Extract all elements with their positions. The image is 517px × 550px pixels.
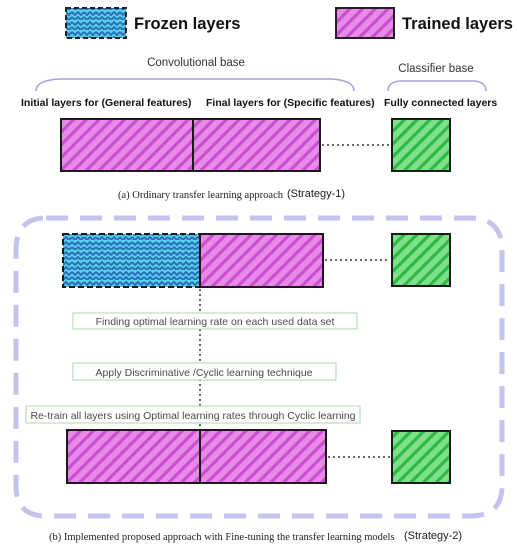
classifier-base-label: Classifier base — [398, 63, 473, 75]
initial-layers-label: Initial layers for (General features) — [21, 97, 191, 109]
step-1-box — [72, 312, 358, 330]
step-2-box — [72, 362, 337, 381]
step-3-box — [25, 405, 361, 424]
s1-final-layers-block — [192, 118, 321, 172]
legend: Frozen layers Trained layers — [65, 7, 513, 39]
conv-base-brace — [35, 78, 355, 92]
s2-fc-block-bottom — [391, 430, 451, 484]
frozen-legend-label: Frozen layers — [134, 15, 240, 33]
final-layers-label: Final layers for (Specific features) — [206, 97, 375, 109]
step-3-text: Re-train all layers using Optimal learni… — [30, 410, 355, 422]
strategy1-section: Convolutional base Classifier base Initi… — [21, 57, 497, 201]
trained-legend-swatch — [335, 7, 395, 39]
trained-legend-label: Trained layers — [402, 15, 513, 33]
strategy1-caption: (a) Ordinary transfer learning approach — [118, 190, 284, 201]
s2-frozen-block — [62, 233, 201, 288]
classifier-base-brace — [387, 80, 487, 92]
frozen-legend-swatch — [65, 7, 127, 39]
s2-fc-block-top — [391, 233, 451, 287]
strategy2-caption-tag: (Strategy-2) — [404, 530, 462, 542]
s2-trained-block-bottom-right — [199, 429, 327, 484]
conv-base-label: Convolutional base — [147, 57, 245, 69]
step-2-text: Apply Discriminative /Cyclic learning te… — [95, 367, 312, 379]
strategy1-caption-tag: (Strategy-1) — [287, 188, 345, 200]
fully-connected-label: Fully connected layers — [384, 97, 497, 109]
step-1-text: Finding optimal learning rate on each us… — [96, 316, 335, 328]
strategy2-section: Finding optimal learning rate on each us… — [13, 215, 505, 543]
s2-trained-block-bottom-left — [66, 429, 201, 484]
strategy2-dashed-frame — [13, 215, 505, 519]
s1-initial-layers-block — [60, 118, 194, 172]
s1-fully-connected-block — [391, 118, 451, 172]
s2-trained-block-top — [199, 233, 324, 288]
strategy2-caption: (b) Implemented proposed approach with F… — [49, 532, 395, 543]
